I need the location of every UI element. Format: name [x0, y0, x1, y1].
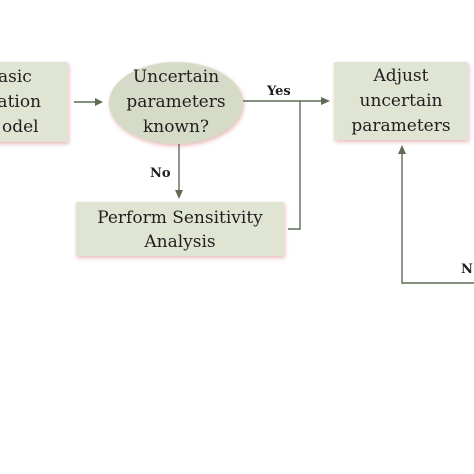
- basic-model-line-3: odel: [2, 117, 39, 137]
- basic-model-line-1: asic: [0, 67, 32, 87]
- basic-simulation-model-node: asic lation odel: [0, 62, 68, 142]
- decision-line-1: Uncertain: [133, 67, 219, 87]
- decision-ellipse: [109, 62, 243, 144]
- edge-return-to-adjust: N: [398, 145, 474, 284]
- yes-label: Yes: [266, 84, 291, 99]
- decision-node: Uncertain parameters known?: [109, 62, 243, 144]
- adjust-line-1: Adjust: [373, 66, 429, 86]
- basic-model-line-2: lation: [0, 92, 41, 112]
- sensitivity-analysis-box: [76, 202, 284, 256]
- edge-sensitivity-to-adjust: [288, 101, 301, 230]
- decision-line-3: known?: [143, 117, 209, 137]
- adjust-parameters-node: Adjust uncertain parameters: [334, 62, 468, 140]
- sensitivity-analysis-node: Perform Sensitivity Analysis: [76, 202, 284, 256]
- edge-basic-to-decision: [74, 98, 103, 106]
- adjust-parameters-box: [334, 62, 468, 140]
- no-label: No: [150, 166, 171, 181]
- edge-no: No: [150, 144, 183, 199]
- edge-yes: Yes: [243, 84, 330, 105]
- sensitivity-line-1: Perform Sensitivity: [97, 208, 263, 228]
- decision-line-2: parameters: [126, 92, 225, 112]
- adjust-line-3: parameters: [351, 116, 450, 136]
- adjust-line-2: uncertain: [360, 91, 443, 111]
- basic-simulation-model-box: [0, 62, 68, 142]
- no-right-label: N: [461, 262, 473, 277]
- sensitivity-line-2: Analysis: [143, 232, 215, 252]
